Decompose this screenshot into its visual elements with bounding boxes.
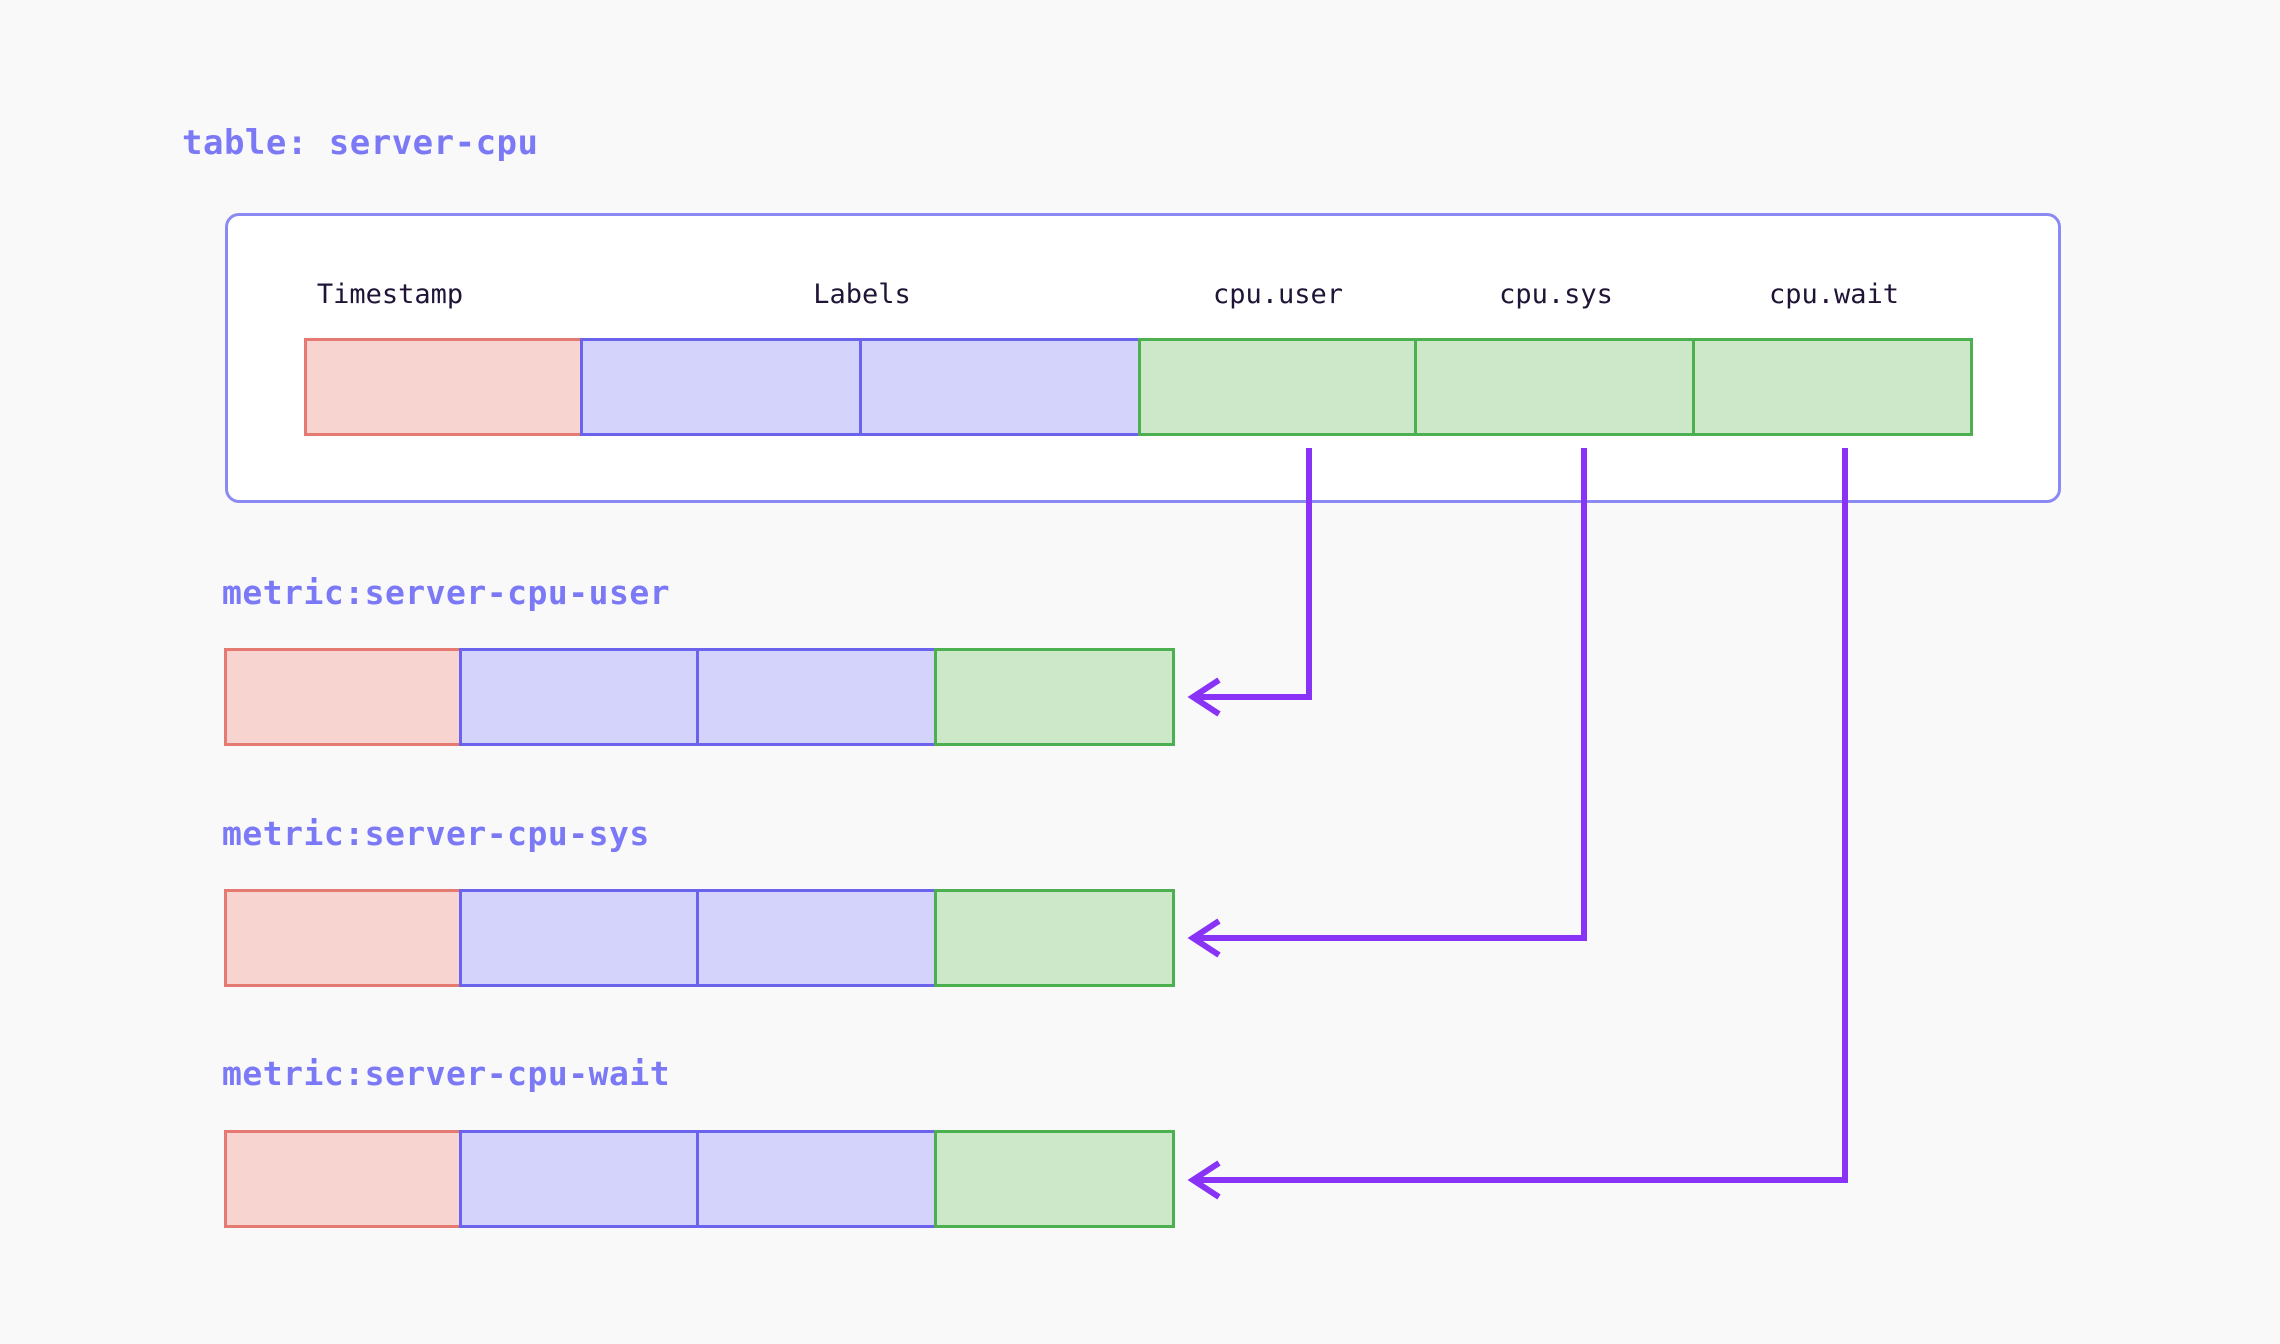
connector-cpu-sys: [1187, 448, 1587, 958]
cell-value: [934, 889, 1175, 987]
cell-labels: [862, 338, 1141, 436]
cell-labels: [459, 889, 699, 987]
metric-title-server-cpu-wait: metric:server-cpu-wait: [222, 1054, 671, 1093]
metric-cell-row-server-cpu-user: [224, 648, 1178, 746]
column-header-labels: Labels: [813, 279, 911, 310]
cell-timestamp: [224, 648, 462, 746]
arrowhead: [1187, 918, 1221, 958]
table-title: table: server-cpu: [182, 123, 539, 163]
cell-timestamp: [304, 338, 583, 436]
arrowhead: [1187, 1160, 1221, 1200]
metric-title-server-cpu-user: metric:server-cpu-user: [222, 573, 671, 612]
cell-labels: [699, 1130, 937, 1228]
cell-labels: [699, 648, 937, 746]
cell-value: [1695, 338, 1973, 436]
cell-labels: [699, 889, 937, 987]
cell-value: [1417, 338, 1695, 436]
metric-title-server-cpu-sys: metric:server-cpu-sys: [222, 814, 650, 853]
metric-cell-row-server-cpu-wait: [224, 1130, 1178, 1228]
metric-cell-row-server-cpu-sys: [224, 889, 1178, 987]
cell-labels: [580, 338, 862, 436]
cell-value: [934, 1130, 1175, 1228]
connector-cpu-wait: [1187, 448, 1848, 1200]
cell-timestamp: [224, 1130, 462, 1228]
arrowhead: [1187, 677, 1221, 717]
column-header-cpu-user: cpu.user: [1212, 279, 1344, 310]
column-header-timestamp: Timestamp: [316, 279, 464, 310]
cell-labels: [459, 648, 699, 746]
cell-value: [934, 648, 1175, 746]
cell-value: [1138, 338, 1417, 436]
cell-labels: [459, 1130, 699, 1228]
column-header-cpu-sys: cpu.sys: [1499, 279, 1613, 310]
column-header-cpu-wait: cpu.wait: [1768, 279, 1900, 310]
cell-timestamp: [224, 889, 462, 987]
table-cell-row: [304, 338, 1976, 436]
